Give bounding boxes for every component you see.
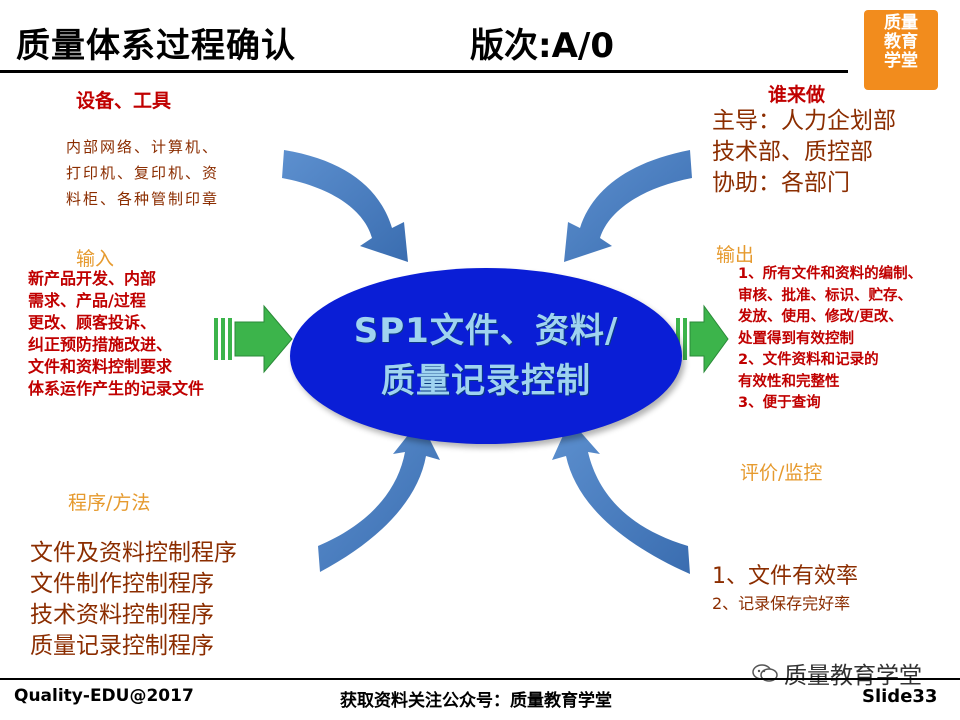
curved-arrow-procedure (318, 420, 440, 572)
input-line: 需求、产品/过程 (28, 291, 146, 310)
procedure-list: 文件及资料控制程序 文件制作控制程序 技术资料控制程序 质量记录控制程序 (30, 538, 237, 662)
input-line: 更改、顾客投诉、 (28, 313, 157, 332)
page-title: 质量体系过程确认 (16, 26, 296, 66)
output-line: 3、便于查询 (738, 395, 821, 411)
curved-arrow-who (564, 150, 692, 262)
output-line: 审核、批准、标识、贮存、 (738, 287, 912, 304)
input-line: 新产品开发、内部 (28, 269, 157, 288)
footer-promo: 获取资料关注公众号：质量教育学堂 (340, 691, 612, 711)
footer-divider (0, 678, 960, 680)
evaluation-label: 评价/监控 (740, 462, 823, 484)
output-line: 处置得到有效控制 (738, 330, 854, 347)
procedure-line: 文件制作控制程序 (30, 571, 214, 597)
wechat-icon (752, 664, 778, 682)
equipment-line: 打印机、复印机、资 (66, 164, 220, 182)
procedure-line: 文件及资料控制程序 (30, 540, 237, 566)
input-list: 新产品开发、内部 需求、产品/过程 更改、顾客投诉、 纠正预防措施改进、 文件和… (28, 268, 204, 400)
procedure-label: 程序/方法 (68, 492, 151, 514)
input-line: 体系运作产生的记录文件 (28, 379, 205, 398)
curved-arrow-equipment (282, 150, 408, 262)
equipment-label: 设备、工具 (76, 90, 172, 112)
output-line: 2、文件资料和记录的 (738, 352, 879, 368)
footer-copyright: Quality-EDU@2017 (14, 686, 194, 706)
process-title-line-1: SP1文件、资料/ (353, 311, 619, 351)
who-list: 主导：人力企划部 技术部、质控部 协助：各部门 (712, 106, 896, 199)
input-line: 文件和资料控制要求 (28, 357, 173, 376)
evaluation-line-2: 2、记录保存完好率 (712, 594, 851, 613)
brand-logo: 质量 教育 学堂 (864, 10, 938, 90)
logo-line-1: 质量 (884, 13, 918, 33)
wechat-watermark: 质量教育学堂 (752, 656, 922, 690)
output-line: 发放、使用、修改/更改、 (738, 309, 903, 325)
output-list: 1、所有文件和资料的编制、 审核、批准、标识、贮存、 发放、使用、修改/更改、 … (738, 264, 922, 415)
input-label: 输入 (76, 248, 115, 270)
slide-number: Slide33 (862, 686, 938, 707)
output-line: 有效性和完整性 (738, 373, 840, 390)
who-line: 协助：各部门 (712, 170, 850, 196)
output-label: 输出 (716, 244, 755, 266)
procedure-line: 质量记录控制程序 (30, 633, 214, 659)
watermark-text: 质量教育学堂 (784, 663, 922, 689)
equipment-list: 内部网络、计算机、 打印机、复印机、资 料柜、各种管制印章 (66, 134, 219, 212)
output-line: 1、所有文件和资料的编制、 (738, 266, 923, 282)
evaluation-line-1: 1、文件有效率 (712, 564, 858, 589)
who-line: 技术部、质控部 (712, 139, 873, 165)
header-divider (0, 70, 848, 73)
input-line: 纠正预防措施改进、 (28, 335, 173, 354)
version-label: 版次:A/0 (470, 26, 614, 66)
who-line: 主导：人力企划部 (712, 108, 896, 134)
equipment-line: 内部网络、计算机、 (66, 138, 220, 156)
logo-line-2: 教育 (884, 32, 918, 52)
who-label: 谁来做 (768, 84, 826, 106)
logo-line-3: 学堂 (884, 51, 918, 71)
output-arrow (676, 304, 729, 374)
process-ellipse: SP1文件、资料/ 质量记录控制 (290, 268, 682, 444)
input-arrow (214, 304, 293, 374)
equipment-line: 料柜、各种管制印章 (66, 190, 220, 208)
procedure-line: 技术资料控制程序 (30, 602, 214, 628)
process-title-line-2: 质量记录控制 (381, 361, 591, 401)
curved-arrow-evaluation (552, 420, 690, 574)
